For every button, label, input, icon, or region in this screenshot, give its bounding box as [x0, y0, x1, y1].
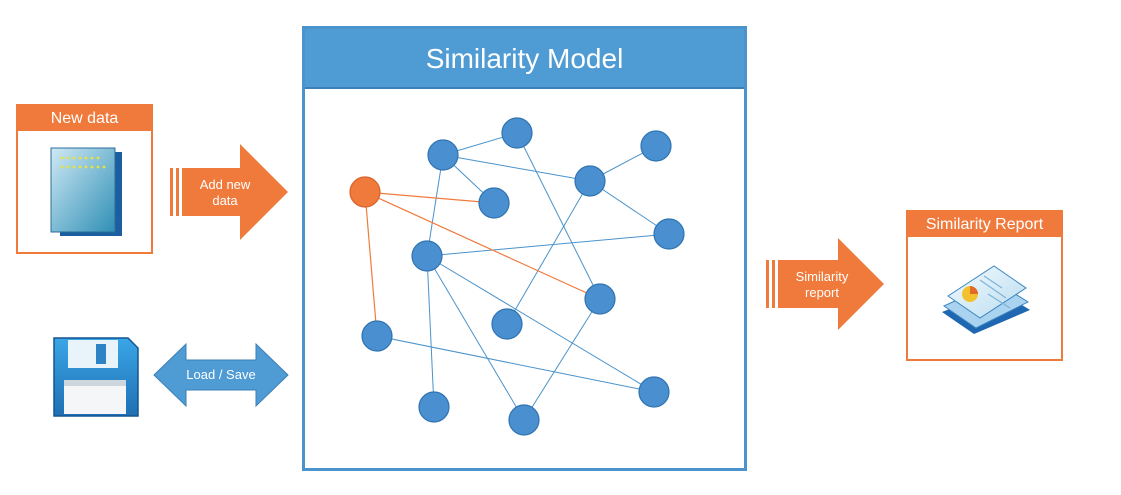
load-save-label: Load / Save — [186, 367, 256, 382]
new-data-panel: New data — [16, 104, 153, 254]
similarity-report-title: Similarity Report — [908, 212, 1061, 237]
floppy-disk-icon — [53, 337, 139, 417]
similarity-report-label: Similarity report — [780, 269, 864, 301]
add-new-data-label: Add new data — [182, 177, 268, 209]
add-new-data-line1: Add new — [199, 177, 251, 192]
similarity-model-frame: Similarity Model — [302, 26, 747, 471]
add-new-data-line2: data — [212, 193, 238, 208]
similarity-report-arrow — [766, 238, 884, 330]
report-document-icon — [942, 265, 1030, 334]
document-stack-icon — [50, 147, 122, 236]
similarity-report-line1: Similarity — [795, 269, 849, 284]
add-new-data-arrow — [170, 144, 288, 240]
similarity-model-title: Similarity Model — [305, 29, 744, 89]
new-data-title: New data — [18, 106, 151, 131]
similarity-report-line2: report — [805, 285, 839, 300]
load-save-arrow — [153, 342, 289, 408]
similarity-report-panel: Similarity Report — [906, 210, 1063, 361]
